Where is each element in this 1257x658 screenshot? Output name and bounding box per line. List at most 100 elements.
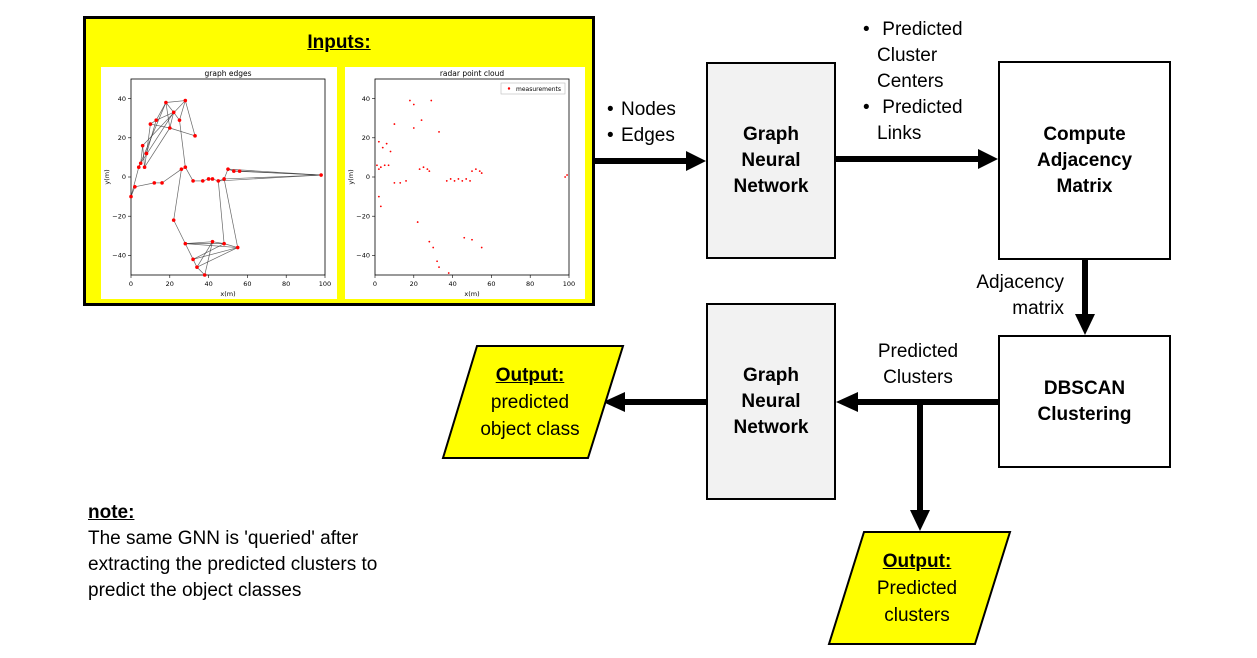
graph-node	[129, 194, 133, 199]
graph-node	[160, 181, 164, 185]
radar-point	[463, 236, 466, 239]
graph-node	[154, 118, 159, 122]
arrowhead-inputs-to-gnn	[686, 151, 706, 171]
graph-edge	[196, 247, 238, 268]
radar-point	[471, 170, 473, 173]
radar-point	[383, 164, 386, 167]
graph-node	[148, 122, 153, 126]
graph-node	[232, 169, 236, 173]
graph-edge	[185, 167, 194, 182]
radar-point	[438, 266, 440, 269]
plot2-legend-marker	[507, 87, 511, 90]
radar-point	[480, 172, 483, 174]
output-clusters-shape	[827, 531, 1012, 645]
radar-point	[449, 178, 452, 180]
graph-edge	[184, 100, 196, 136]
radar-point	[438, 131, 440, 133]
radar-point	[471, 238, 473, 241]
radar-point	[405, 180, 407, 182]
graph-node	[222, 177, 226, 181]
x-tick-label: 100	[563, 280, 575, 288]
graph-node	[183, 241, 188, 246]
radar-point	[474, 168, 477, 171]
radar-point	[447, 272, 450, 274]
plot1-xlabel: x(m)	[220, 290, 235, 298]
graph-edge	[196, 241, 213, 268]
radar-point	[453, 180, 456, 182]
graph-node	[226, 167, 230, 171]
graph-edge	[192, 247, 238, 260]
radar-point	[399, 181, 402, 184]
graph-node	[133, 185, 137, 189]
x-tick-label: 20	[166, 280, 174, 288]
radar-point	[381, 146, 384, 149]
radar-point	[426, 168, 429, 171]
graph-edge	[155, 102, 167, 121]
gnn-output-cluster-centers: Predicted Cluster Centers	[863, 17, 963, 95]
radar-point	[420, 119, 423, 122]
graph-node	[144, 151, 149, 156]
graph-edge	[218, 174, 322, 182]
graph-node	[177, 118, 182, 122]
arrowhead-adjacency-to-dbscan	[1075, 314, 1095, 335]
note-line: predict the object classes	[88, 580, 302, 601]
radar-point	[461, 180, 464, 182]
radar-point	[376, 164, 378, 167]
radar-point	[377, 140, 380, 143]
radar-point	[387, 164, 390, 167]
radar-point	[564, 176, 567, 178]
radar-point	[418, 168, 421, 171]
graph-edge	[204, 241, 213, 276]
y-tick-label: 0	[122, 173, 126, 181]
x-tick-label: 40	[448, 280, 456, 288]
graph-edge	[142, 100, 186, 146]
plot1-ylabel: y(m)	[103, 169, 111, 184]
graph-edge	[144, 127, 171, 168]
graph-node	[200, 179, 205, 183]
graph-edge	[144, 153, 147, 168]
x-tick-label: 100	[319, 280, 331, 288]
note-line: The same GNN is 'queried' after	[88, 528, 359, 549]
radar-point	[412, 127, 415, 129]
arrowhead-gnn-to-object-class	[603, 392, 625, 412]
plot2-ylabel: y(m)	[347, 169, 355, 184]
inputs-title: Inputs:	[307, 32, 371, 53]
y-tick-label: −40	[112, 252, 126, 260]
note-line: extracting the predicted clusters to	[88, 554, 378, 575]
graph-node	[191, 257, 195, 262]
graph-edge	[150, 123, 170, 129]
plot2-legend-label: measurements	[516, 86, 561, 93]
plot2-xlabel: x(m)	[464, 290, 479, 298]
radar-point	[412, 103, 415, 106]
x-tick-label: 20	[410, 280, 418, 288]
graph-edge	[161, 168, 182, 184]
graph-node	[235, 245, 240, 250]
plot2-legend-box	[500, 82, 566, 95]
gnn-output-links: Predicted Links	[863, 95, 963, 147]
x-tick-label: 80	[526, 280, 534, 288]
graph-node	[210, 239, 215, 244]
graph-edge	[192, 243, 225, 260]
graph-node	[164, 100, 168, 105]
graph-node	[216, 179, 221, 183]
radar-point	[393, 123, 396, 125]
graph-edge	[140, 145, 143, 164]
note-heading: note:	[88, 502, 135, 523]
graph-node	[152, 181, 157, 185]
graph-edge	[169, 112, 175, 129]
graph-node	[183, 165, 188, 169]
radar-point	[389, 150, 392, 153]
radar-point	[436, 260, 438, 263]
graph-node	[171, 218, 176, 222]
graph-node	[171, 110, 176, 115]
x-tick-label: 0	[373, 280, 377, 288]
y-tick-label: 0	[366, 173, 370, 181]
